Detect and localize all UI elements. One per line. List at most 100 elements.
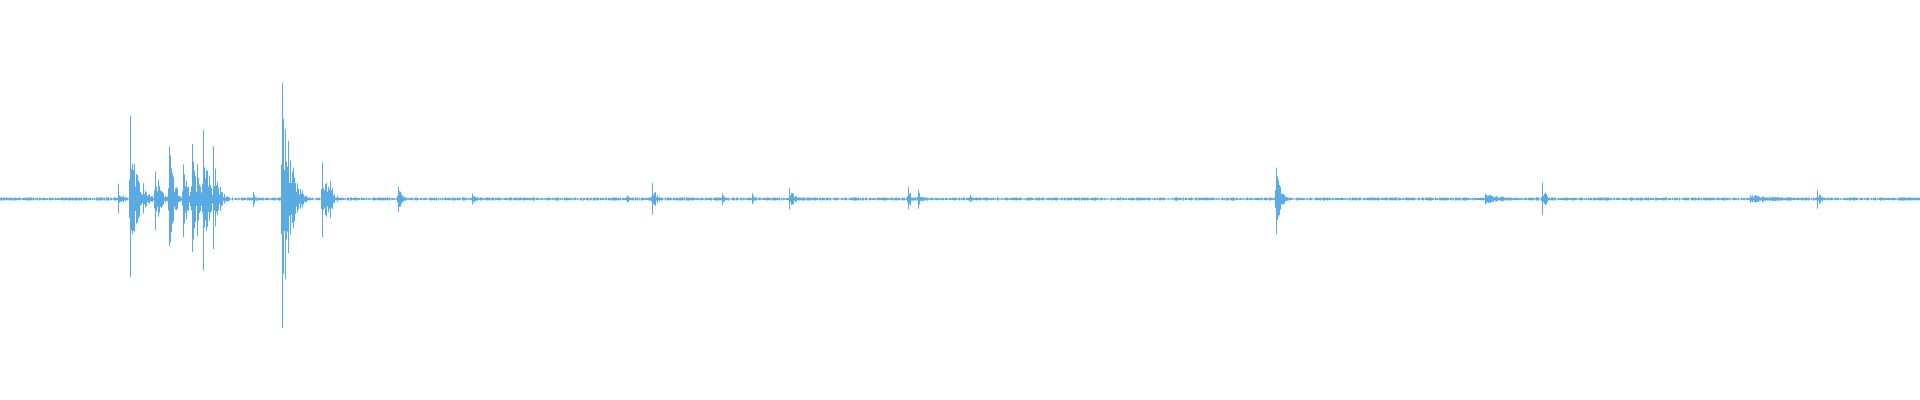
waveform-sample <box>1389 197 1390 201</box>
waveform-sample <box>1406 197 1407 201</box>
waveform-sample <box>1861 197 1862 200</box>
waveform-sample <box>985 197 986 201</box>
waveform-sample <box>1139 197 1140 201</box>
waveform-sample <box>632 197 633 201</box>
waveform-sample <box>877 197 878 201</box>
waveform-sample <box>278 197 279 201</box>
waveform-sample <box>574 197 575 201</box>
waveform-sample <box>59 198 60 200</box>
waveform-sample <box>1535 198 1536 200</box>
waveform-sample <box>287 166 288 232</box>
waveform-sample <box>331 190 332 208</box>
waveform-sample <box>869 197 870 201</box>
waveform-sample <box>364 198 365 200</box>
waveform-sample <box>1713 197 1714 201</box>
waveform-sample <box>475 197 476 201</box>
waveform-sample <box>398 186 399 212</box>
waveform-sample <box>155 171 156 230</box>
waveform-sample <box>1729 197 1730 201</box>
waveform-sample <box>1203 197 1204 201</box>
waveform-sample <box>1779 197 1780 201</box>
waveform-sample <box>675 198 676 200</box>
waveform-sample <box>186 180 187 220</box>
waveform-sample <box>1655 197 1656 201</box>
waveform-sample <box>169 146 170 247</box>
waveform-sample <box>1622 197 1623 201</box>
waveform-sample <box>1357 198 1358 200</box>
waveform-sample <box>84 198 85 200</box>
waveform-sample <box>750 197 751 201</box>
waveform-sample <box>1282 193 1283 205</box>
waveform-sample <box>791 192 792 205</box>
waveform-sample <box>185 186 186 213</box>
waveform-sample <box>1447 197 1448 201</box>
waveform-sample <box>311 198 312 200</box>
waveform-sample <box>1626 197 1627 201</box>
waveform-sample <box>1248 198 1249 200</box>
waveform-sample <box>696 198 697 200</box>
waveform-sample <box>285 129 286 280</box>
waveform-sample <box>766 198 767 200</box>
waveform-sample <box>310 198 311 200</box>
waveform-sample <box>601 198 602 200</box>
waveform-sample <box>487 197 488 201</box>
waveform-sample <box>1758 196 1759 202</box>
waveform-sample <box>620 197 621 201</box>
waveform-sample <box>583 197 584 201</box>
waveform-sample <box>824 197 825 201</box>
waveform-sample <box>660 197 661 201</box>
waveform-sample <box>1463 197 1464 201</box>
waveform-sample <box>1569 197 1570 200</box>
waveform-sample <box>892 197 893 201</box>
waveform-sample <box>1411 197 1412 201</box>
waveform-sample <box>1900 197 1901 201</box>
waveform-sample <box>20 198 21 200</box>
waveform-sample <box>1746 198 1747 200</box>
waveform-sample <box>1567 197 1568 201</box>
waveform-sample <box>1177 197 1178 201</box>
waveform-sample <box>272 197 273 201</box>
waveform-sample <box>1783 198 1784 200</box>
waveform-sample <box>374 197 375 201</box>
waveform-sample <box>1791 197 1792 201</box>
waveform-sample <box>1684 197 1685 201</box>
waveform-sample <box>45 198 46 200</box>
waveform-sample <box>1071 197 1072 201</box>
waveform-sample <box>1511 197 1512 201</box>
waveform-sample <box>377 197 378 201</box>
waveform-sample <box>386 198 387 200</box>
waveform-sample <box>430 197 431 201</box>
waveform-sample <box>215 168 216 227</box>
waveform-sample <box>703 198 704 200</box>
waveform-sample <box>1763 196 1764 202</box>
waveform-sample <box>363 198 364 200</box>
waveform-sample <box>1218 197 1219 200</box>
waveform-sample <box>801 197 802 201</box>
waveform-sample <box>1721 197 1722 201</box>
waveform-sample <box>489 197 490 201</box>
waveform-sample <box>1543 195 1544 203</box>
waveform-sample <box>1341 197 1342 200</box>
waveform-sample <box>94 197 95 201</box>
waveform-sample <box>1433 198 1434 200</box>
waveform-sample <box>344 198 345 200</box>
waveform-sample <box>156 186 157 212</box>
waveform-sample <box>1278 180 1279 217</box>
waveform-sample <box>737 197 738 201</box>
waveform-sample <box>590 197 591 201</box>
waveform-sample <box>1561 198 1562 200</box>
waveform-sample <box>1426 197 1427 201</box>
waveform-sample <box>909 193 910 204</box>
waveform-sample <box>1797 197 1798 201</box>
waveform-sample <box>408 198 409 200</box>
waveform-sample <box>1855 197 1856 201</box>
waveform-sample <box>289 183 290 216</box>
waveform-sample <box>1762 196 1763 202</box>
waveform-sample <box>795 196 796 203</box>
waveform-sample <box>1347 197 1348 201</box>
waveform-sample <box>458 198 459 200</box>
waveform-sample <box>1483 197 1484 201</box>
waveform-sample <box>1837 197 1838 201</box>
waveform-sample <box>1706 197 1707 201</box>
waveform-sample <box>165 196 166 203</box>
